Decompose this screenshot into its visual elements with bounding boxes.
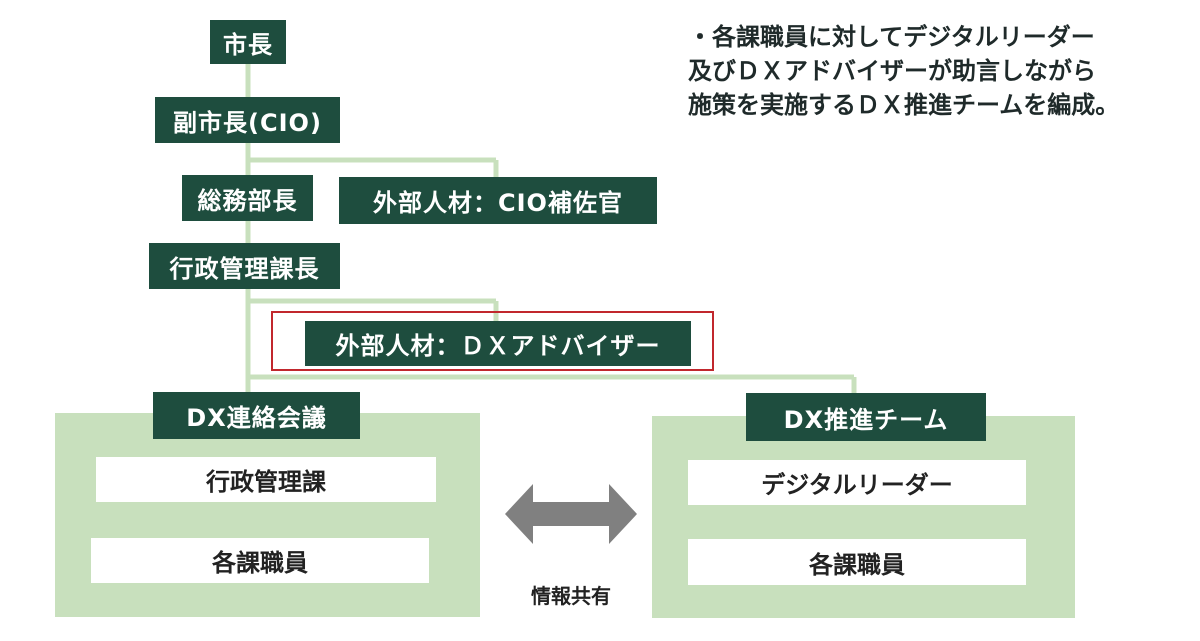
information-sharing-label: 情報共有 [531,584,611,608]
dx-liaison-council-member: 行政管理課 [96,457,436,502]
dx-promotion-team-panel [652,416,1075,618]
dx-promotion-team-member: デジタルリーダー [688,460,1026,505]
dx-promotion-team-member-label: デジタルリーダー [761,471,953,499]
dx-advisor-label: 外部人材：ＤＸアドバイザー [335,332,661,360]
dx-liaison-council-member-label: 行政管理課 [206,468,326,496]
double-arrow-icon [505,484,637,544]
mayor-box: 市長 [210,20,286,64]
dx-liaison-council-member: 各課職員 [91,538,429,583]
general-affairs-director-box: 総務部長 [182,175,313,221]
cio-assistant-label: 外部人材：CIO補佐官 [373,189,623,217]
note-line: 施策を実施するＤＸ推進チームを編成。 [688,91,1120,119]
note-line: ・各課職員に対してデジタルリーダー [688,23,1095,51]
cio-assistant-box: 外部人材：CIO補佐官 [339,177,657,224]
deputy-mayor-label: 副市長(CIO) [173,108,322,137]
dx-liaison-council-title-box: DX連絡会議 [153,392,360,439]
dx-promotion-team-title-box: DX推進チーム [746,393,986,441]
dx-promotion-team-member-label: 各課職員 [809,550,905,579]
dx-advisor-box: 外部人材：ＤＸアドバイザー [305,321,691,366]
explanatory-note: ・各課職員に対してデジタルリーダー 及びＤＸアドバイザーが助言しながら 施策を実… [688,20,1168,122]
note-line: 及びＤＸアドバイザーが助言しながら [688,57,1096,85]
dx-liaison-council-panel [55,413,480,617]
general-affairs-director-label: 総務部長 [197,186,298,215]
dx-liaison-council-member-label: 各課職員 [212,549,308,577]
dx-liaison-council-title: DX連絡会議 [186,404,327,432]
mayor-label: 市長 [223,30,273,59]
dx-advisor-highlight [271,311,714,371]
admin-section-chief-box: 行政管理課長 [149,243,340,289]
dx-promotion-team-member: 各課職員 [688,539,1026,585]
admin-section-chief-label: 行政管理課長 [169,254,320,283]
deputy-mayor-box: 副市長(CIO) [155,97,340,143]
dx-promotion-team-title: DX推進チーム [783,405,949,434]
